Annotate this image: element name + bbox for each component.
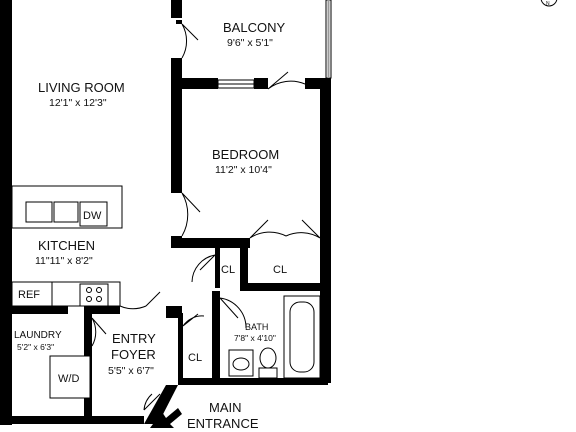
bedroom-name: BEDROOM bbox=[212, 147, 279, 162]
compass: N bbox=[540, 0, 558, 7]
entry-foyer-dims: 5'5" x 6'7" bbox=[108, 365, 154, 377]
doors bbox=[91, 23, 321, 411]
balcony-name: BALCONY bbox=[223, 20, 285, 35]
balcony-dims: 9'6" x 5'1" bbox=[227, 37, 273, 49]
laundry-dims: 5'2" x 6'3" bbox=[17, 342, 54, 352]
refrigerator-label: REF bbox=[18, 289, 40, 301]
bath-name: BATH bbox=[245, 322, 268, 332]
kitchen-dims: 11"11" x 8'2" bbox=[35, 255, 93, 267]
dishwasher-label: DW bbox=[83, 210, 102, 222]
washer-dryer-label: W/D bbox=[58, 373, 79, 385]
entrance-label-line2: ENTRANCE bbox=[187, 416, 259, 431]
balcony-railing bbox=[325, 0, 332, 79]
bedroom-balcony-window bbox=[217, 79, 255, 89]
closet-b-label: CL bbox=[273, 264, 287, 276]
compass-north-label: N bbox=[546, 1, 550, 7]
bedroom-dims: 11'2" x 10'4" bbox=[215, 164, 272, 176]
entrance-arrow-icon bbox=[150, 408, 182, 428]
kitchen-name: KITCHEN bbox=[38, 238, 95, 253]
laundry-name: LAUNDRY bbox=[14, 330, 62, 341]
washer-dryer-box bbox=[49, 355, 91, 399]
closet-a-label: CL bbox=[221, 264, 235, 276]
walls bbox=[0, 0, 331, 425]
bath-dims: 7'8" x 4'10" bbox=[234, 333, 276, 343]
toilet bbox=[258, 347, 278, 379]
kitchen-counter-top bbox=[11, 185, 123, 229]
entry-foyer-name-line1: ENTRY bbox=[112, 331, 156, 346]
entry-foyer-name-line2: FOYER bbox=[111, 347, 156, 362]
bathtub bbox=[283, 295, 321, 379]
living-room-name: LIVING ROOM bbox=[38, 80, 125, 95]
kitchen-counter-bottom bbox=[11, 281, 121, 307]
sink bbox=[228, 349, 254, 377]
closet-c-label: CL bbox=[188, 352, 202, 364]
living-room-dims: 12'1" x 12'3" bbox=[49, 97, 107, 109]
entrance-label-line1: MAIN bbox=[209, 400, 242, 415]
